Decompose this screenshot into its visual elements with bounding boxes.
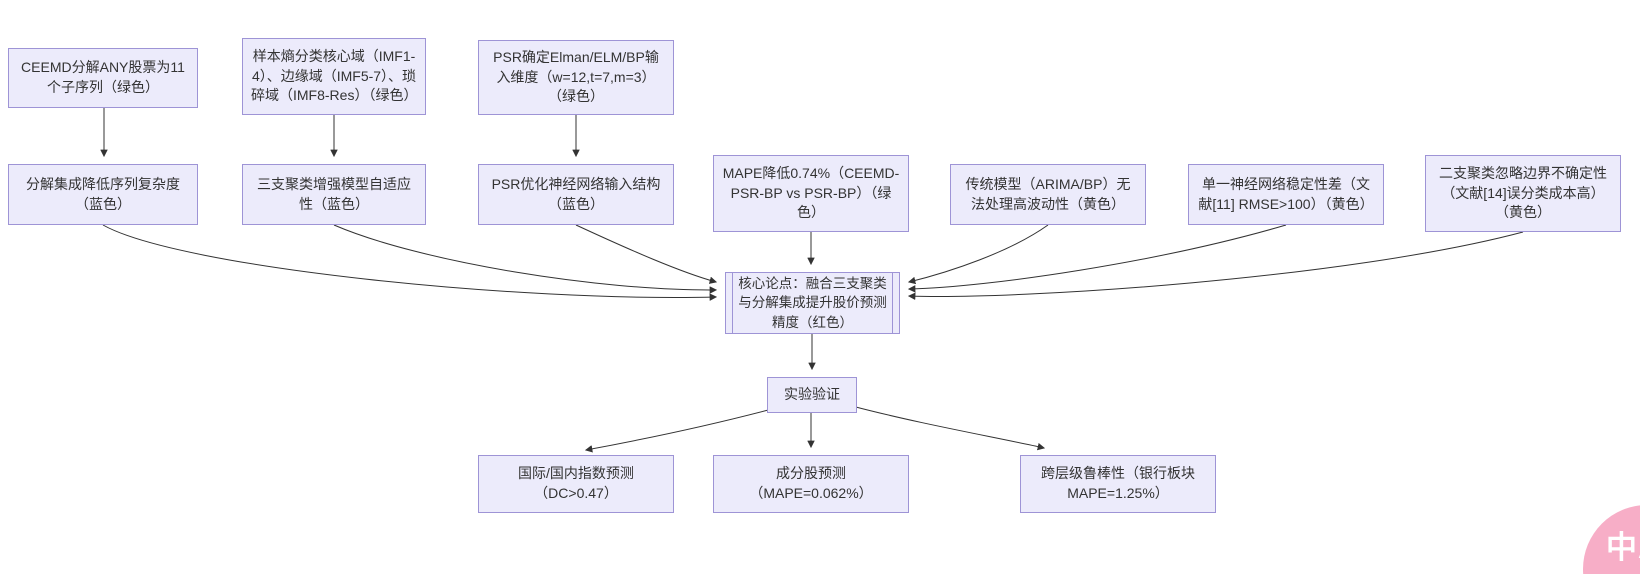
node-label: CEEMD分解ANY股票为11个子序列（绿色） [21, 59, 185, 95]
node-two-way-clustering: 二支聚类忽略边界不确定性（文献[14]误分类成本高）（黄色） [1425, 155, 1621, 232]
node-decomposition-ensemble: 分解集成降低序列复杂度（蓝色） [8, 164, 198, 225]
translate-float-button[interactable]: 中A [1583, 505, 1640, 574]
node-label: 单一神经网络稳定性差（文献[11] RMSE>100）（黄色） [1198, 175, 1374, 212]
edge-threeway-to-core [333, 224, 718, 294]
node-single-nn-stability: 单一神经网络稳定性差（文献[11] RMSE>100）（黄色） [1188, 164, 1384, 225]
node-label: 分解集成降低序列复杂度（蓝色） [26, 175, 180, 212]
translate-icon: 中A [1606, 530, 1640, 565]
node-label: 实验验证 [784, 386, 840, 403]
node-psr-input-dimension: PSR确定Elman/ELM/BP输入维度（w=12,t=7,m=3）（绿色） [478, 40, 674, 115]
node-ceemd-decompose: CEEMD分解ANY股票为11个子序列（绿色） [8, 48, 198, 108]
node-experiment-validation: 实验验证 [767, 377, 857, 413]
edge-experiment-to-robust [851, 405, 1046, 451]
node-label: 样本熵分类核心域（IMF1-4）、边缘域（IMF5-7）、琐碎域（IMF8-Re… [251, 47, 418, 104]
node-label: 二支聚类忽略边界不确定性（文献[14]误分类成本高）（黄色） [1439, 164, 1607, 221]
node-label: 三支聚类增强模型自适应性（蓝色） [257, 175, 411, 212]
node-label: 跨层级鲁棒性（银行板块 MAPE=1.25%） [1041, 465, 1195, 501]
edge-experiment-to-index [584, 408, 773, 453]
edge-psropt-to-core [575, 224, 718, 284]
node-three-way-clustering: 三支聚类增强模型自适应性（蓝色） [242, 164, 426, 225]
node-sample-entropy: 样本熵分类核心域（IMF1-4）、边缘域（IMF5-7）、琐碎域（IMF8-Re… [242, 38, 426, 115]
node-core-thesis: 核心论点：融合三支聚类与分解集成提升股价预测精度（红色） [725, 272, 900, 334]
edge-traditional-to-core [907, 224, 1049, 285]
node-label: PSR优化神经网络输入结构（蓝色） [491, 175, 661, 212]
node-traditional-model: 传统模型（ARIMA/BP）无法处理高波动性（黄色） [950, 164, 1146, 225]
node-label: 传统模型（ARIMA/BP）无法处理高波动性（黄色） [965, 175, 1131, 212]
edge-singlenn-to-core [907, 224, 1287, 293]
node-label: 核心论点：融合三支聚类与分解集成提升股价预测精度（红色） [738, 276, 887, 330]
node-mape-reduction: MAPE降低0.74%（CEEMD-PSR-BP vs PSR-BP）（绿色） [713, 155, 909, 232]
node-stock-prediction: 成分股预测（MAPE=0.062%） [713, 455, 909, 513]
edge-decomp-to-core [102, 224, 718, 301]
node-label: PSR确定Elman/ELM/BP输入维度（w=12,t=7,m=3）（绿色） [493, 48, 659, 105]
node-cross-level-robustness: 跨层级鲁棒性（银行板块 MAPE=1.25%） [1020, 455, 1216, 513]
edge-twoway-to-core [907, 231, 1524, 300]
node-psr-optimization: PSR优化神经网络输入结构（蓝色） [478, 164, 674, 225]
node-label: MAPE降低0.74%（CEEMD-PSR-BP vs PSR-BP）（绿色） [722, 164, 900, 221]
node-label: 国际/国内指数预测（DC>0.47） [518, 465, 634, 501]
node-label: 成分股预测（MAPE=0.062%） [749, 465, 873, 501]
node-index-prediction: 国际/国内指数预测（DC>0.47） [478, 455, 674, 513]
